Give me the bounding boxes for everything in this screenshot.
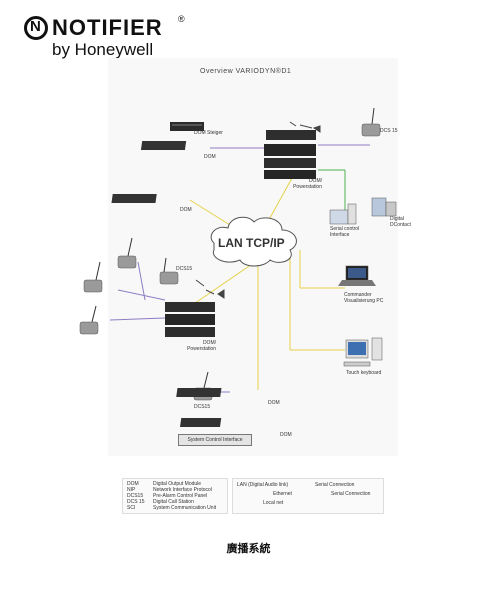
legend-desc: Network Interface Protocol <box>153 487 212 493</box>
legend-line-label: Local net <box>263 500 284 506</box>
lan-cloud <box>210 216 297 267</box>
label-dom-bottom2: DOM <box>280 432 292 438</box>
system-control-box: System Control Interface <box>178 434 252 446</box>
local-net-link <box>109 317 166 321</box>
antenna-icon <box>195 279 225 299</box>
page-caption: 廣播系統 <box>226 542 271 555</box>
dom-bottom-device <box>176 388 222 397</box>
local-net-lines <box>109 144 370 393</box>
diagram-title: Overview VARIODYN®D1 <box>200 68 292 75</box>
logo-tagline: by Honeywell <box>52 40 154 59</box>
dcs15-station-left-2 <box>83 261 103 293</box>
dom-bottom-stack <box>165 302 215 337</box>
legend-desc: Digital Call Station <box>153 499 194 505</box>
legend-line-label: Ethernet <box>273 491 292 497</box>
legend-line-label: Serial Connection <box>315 482 355 488</box>
dcs15-top-station <box>361 107 381 137</box>
label-dcs15-bottom: DCS15 <box>194 404 211 410</box>
label-dom-bottom: DOM <box>268 400 280 406</box>
legend-code: DCS 15 <box>127 499 145 505</box>
label-dcs15-left: DCS15 <box>176 266 193 272</box>
legend-line-types: LAN (Digital Audio link) Serial Connecti… <box>232 478 384 514</box>
label-dom-top: DOM <box>204 154 216 160</box>
dom-centre-stack <box>264 130 316 179</box>
legend-desc: Pre-Alarm Control Panel <box>153 493 208 499</box>
legend-desc: System Communication Unit <box>153 505 217 511</box>
dom-rack-top <box>170 122 204 131</box>
local-net-link <box>137 261 146 301</box>
dom-bottom-device-2 <box>179 418 222 427</box>
legend-code: SCI <box>127 505 136 511</box>
label-touch-keyboard: Touch keyboard <box>346 370 382 376</box>
notifier-n-icon <box>24 16 48 40</box>
legend-desc: Digital Output Module <box>153 481 202 487</box>
label-dcs15-top: DCS 15 <box>380 128 398 134</box>
notifier-logo: NOTIFIER ® by Honeywell <box>22 14 185 62</box>
legend-code: NIP <box>127 487 136 493</box>
legend-line-label: LAN (Digital Audio link) <box>237 482 289 488</box>
legend-code: DCS15 <box>127 493 144 499</box>
desktop-pc-icon <box>343 337 383 367</box>
serial-lines <box>318 169 346 210</box>
dom-top-device <box>140 141 187 150</box>
dom-left-device <box>111 194 157 203</box>
dcs15-station-left-1 <box>117 237 137 269</box>
logo-brand: NOTIFIER <box>52 15 163 40</box>
laptop-icon <box>338 265 376 286</box>
logo-registered: ® <box>178 14 185 24</box>
legend-code: DOM <box>127 481 139 487</box>
legend-abbreviations: DOM Digital Output Module NIP Network In… <box>122 478 228 514</box>
serial-interface-device <box>329 203 357 225</box>
dcs15-station-left-4 <box>79 305 99 335</box>
label-dom-bottom-stack: DOM/ Powerstation <box>187 340 216 352</box>
label-serial-interface: Serial control Interface <box>330 226 360 238</box>
label-dcontact: Digital DContact <box>390 216 411 228</box>
dcs15-station-left-3 <box>159 257 179 285</box>
dcontact-device <box>371 197 397 217</box>
local-net-link <box>117 289 166 301</box>
label-dom-top-rack: DOM Steiger <box>194 130 223 136</box>
lan-label: LAN TCP/IP <box>218 236 285 250</box>
legend-line-label: Serial Connection <box>331 491 371 497</box>
ethernet-link <box>189 199 231 226</box>
label-commander: Commander Visualisierung PC <box>344 292 384 304</box>
label-dom-centre: DOM/ Powerstation <box>293 178 322 190</box>
label-dom-left: DOM <box>180 207 192 213</box>
ethernet-lines <box>184 177 345 390</box>
antenna-icon <box>289 121 321 133</box>
